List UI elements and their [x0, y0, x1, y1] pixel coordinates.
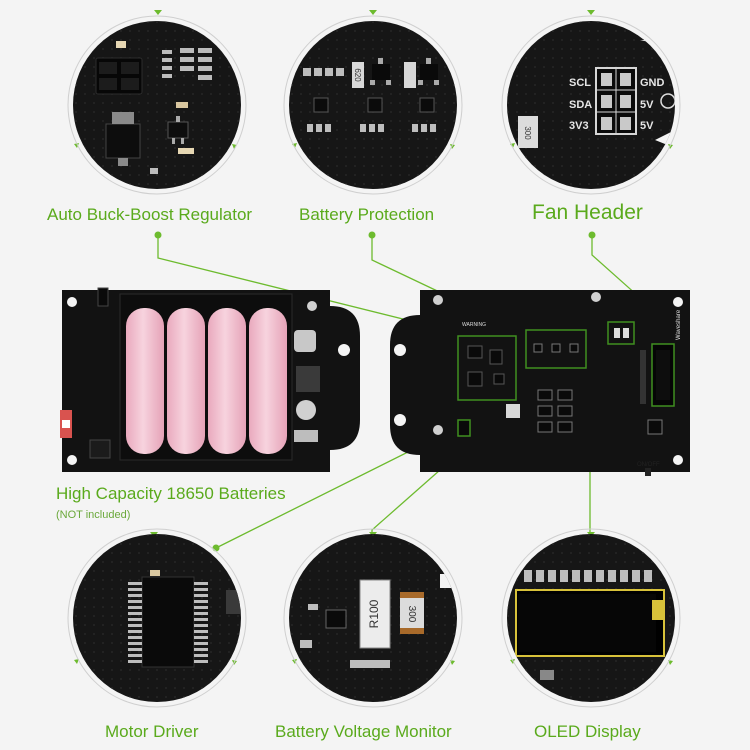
svg-text:SDA: SDA — [569, 99, 592, 111]
svg-text:3V3: 3V3 — [569, 120, 589, 132]
svg-text:R100: R100 — [367, 599, 381, 628]
battery-cells — [126, 308, 287, 454]
svg-text:ON/OFF: ON/OFF — [637, 462, 660, 468]
battery-protection-closeup: 620 — [289, 21, 457, 189]
label-battery-protection: Battery Protection — [299, 205, 435, 224]
label-oled-display: OLED Display — [534, 722, 641, 741]
svg-text:5V: 5V — [640, 99, 654, 111]
svg-text:300: 300 — [406, 606, 417, 623]
voltage-monitor-closeup: R100 300 — [289, 534, 457, 702]
label-fan-header: Fan Header — [532, 201, 643, 224]
svg-text:300: 300 — [523, 126, 532, 140]
label-auto-buck-boost-regulator: Auto Buck-Boost Regulator — [47, 205, 253, 224]
label-battery-voltage-monitor: Battery Voltage Monitor — [275, 722, 452, 741]
oled-closeup — [507, 534, 675, 702]
svg-text:5V: 5V — [640, 120, 654, 132]
svg-text:SCL: SCL — [569, 77, 591, 89]
svg-text:WARNING: WARNING — [462, 322, 486, 328]
main-board: WARNING ON/OFF Waveshare — [390, 290, 690, 476]
svg-text:GND: GND — [640, 77, 665, 89]
label-not-included: (NOT included) — [56, 509, 131, 521]
fan-header-closeup: SCL SDA 3V3 GND 5V 5V 300 — [507, 21, 675, 189]
motor-driver-closeup — [73, 534, 241, 702]
svg-text:620: 620 — [353, 68, 362, 82]
label-high-capacity-batteries: High Capacity 18650 Batteries — [56, 484, 286, 503]
label-motor-driver: Motor Driver — [105, 722, 199, 741]
regulator-closeup — [73, 21, 241, 189]
svg-text:Waveshare: Waveshare — [676, 309, 682, 340]
magnifier-rings — [67, 15, 681, 708]
